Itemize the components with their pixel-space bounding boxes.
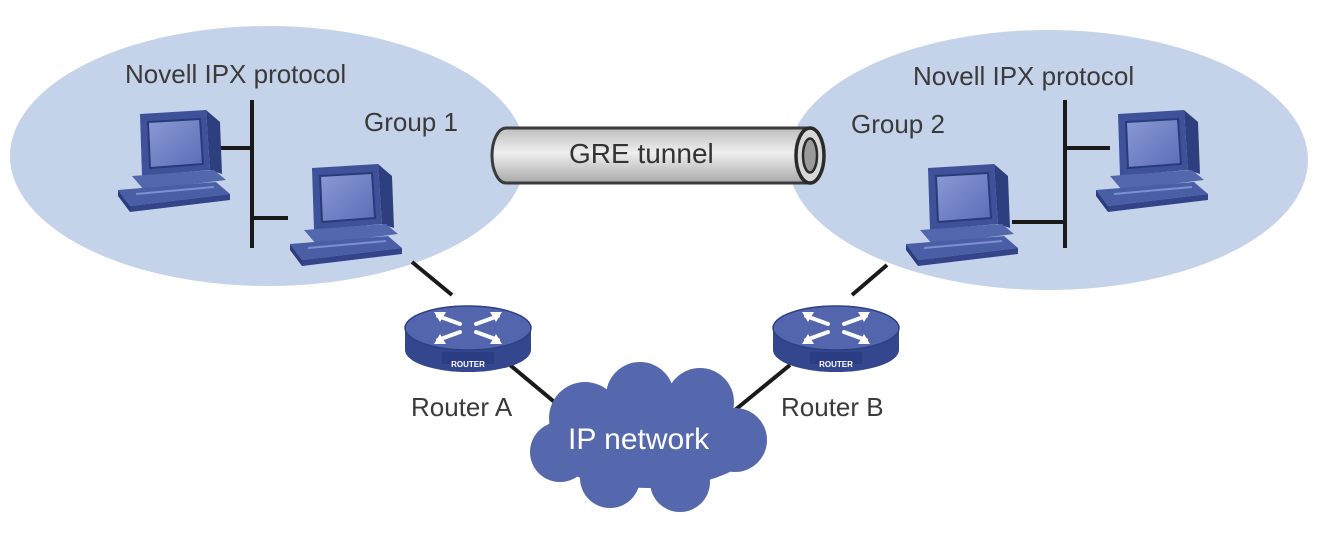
router-b-label: Router B: [781, 392, 884, 422]
group-2-label: Group 2: [851, 109, 945, 139]
gre-tunnel-label: GRE tunnel: [569, 138, 714, 169]
router-a-badge: ROUTER: [451, 360, 485, 369]
gre-tunnel-icon: [490, 126, 826, 185]
ip-network-label: IP network: [568, 423, 710, 456]
group-1-label: Group 1: [364, 107, 458, 137]
group-2-protocol-label: Novell IPX protocol: [913, 61, 1135, 91]
router-a-label: Router A: [411, 392, 513, 422]
connection-lines: [215, 100, 1110, 412]
router-b-badge: ROUTER: [819, 360, 853, 369]
cloud-icon: [530, 362, 767, 512]
group-1-protocol-label: Novell IPX protocol: [125, 59, 347, 89]
group-2-area: [788, 30, 1308, 290]
group-1-area: [10, 26, 526, 286]
